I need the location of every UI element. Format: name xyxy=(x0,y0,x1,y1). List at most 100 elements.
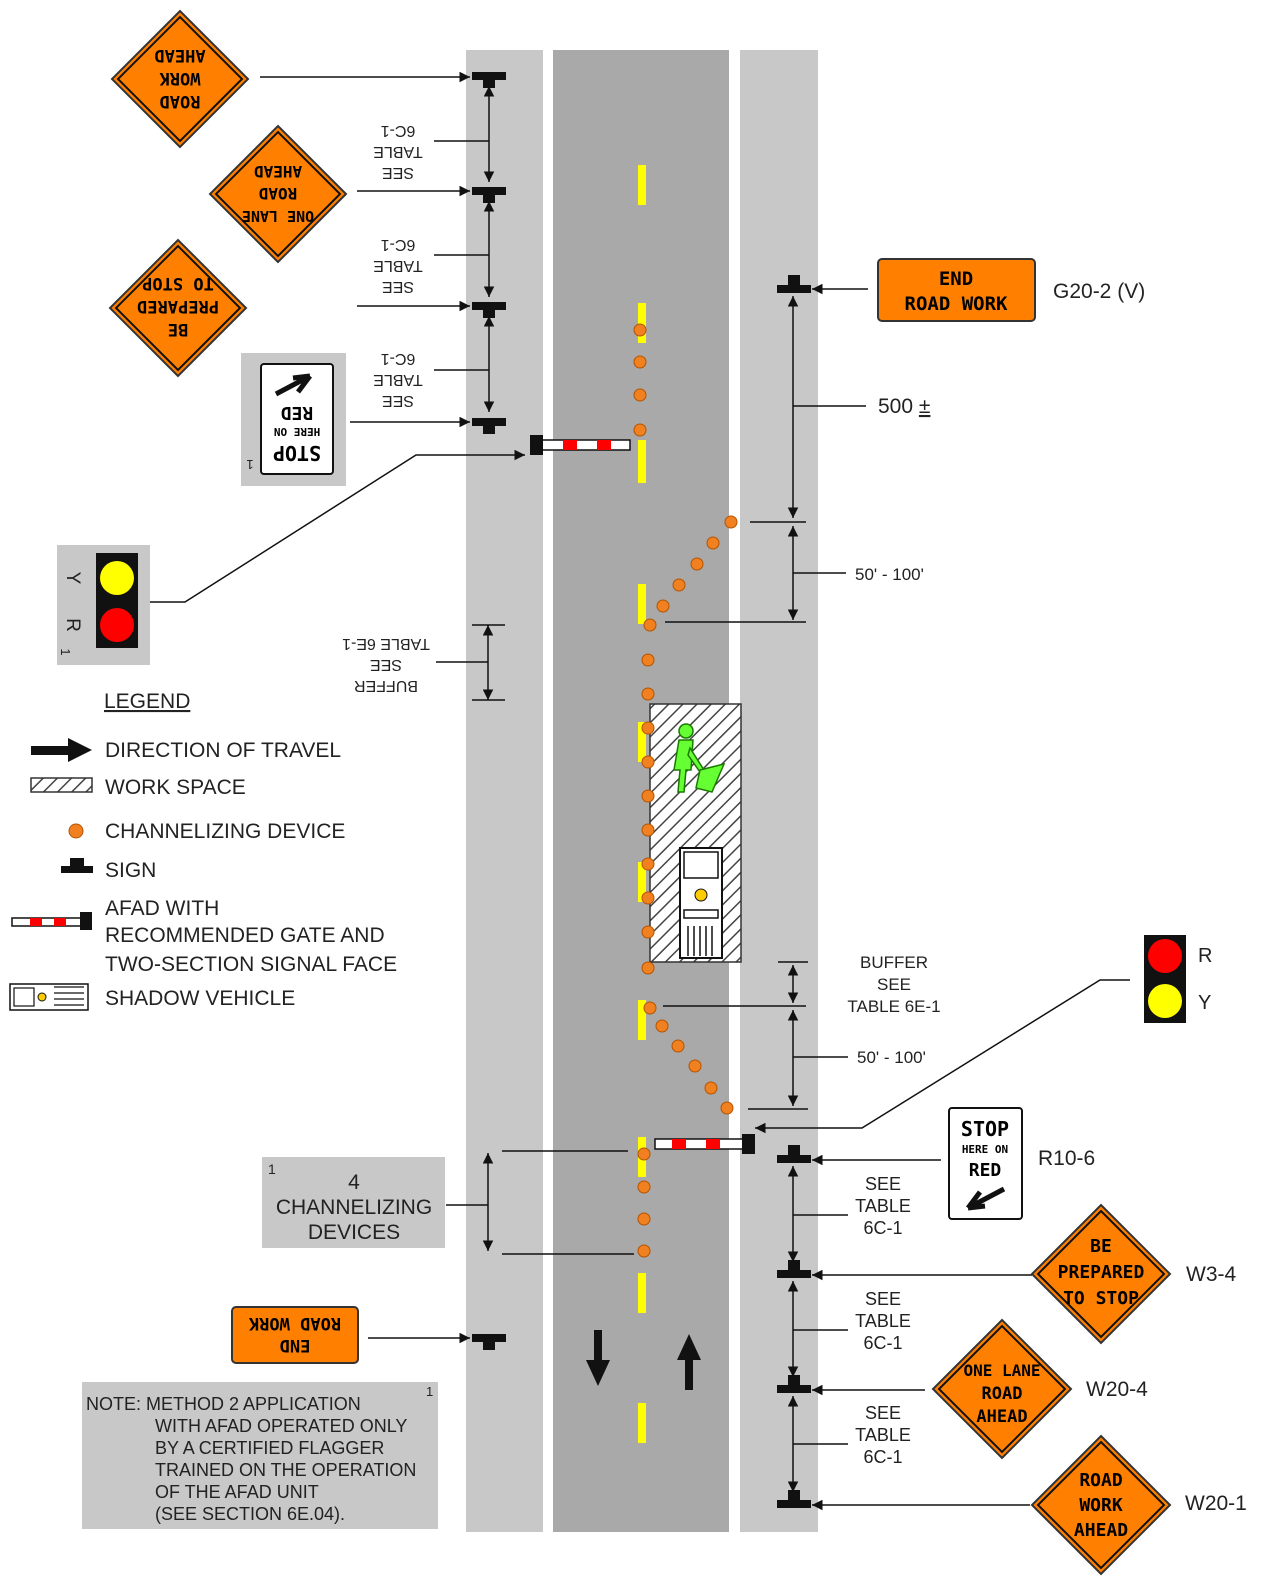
sign-icon xyxy=(61,858,93,873)
svg-text:ROAD WORK: ROAD WORK xyxy=(248,1313,341,1333)
roadway xyxy=(466,50,818,1532)
svg-text:TABLE: TABLE xyxy=(373,257,423,274)
channelizing-device xyxy=(724,515,738,529)
svg-text:1: 1 xyxy=(268,1161,276,1177)
sign-be-prepared-to-stop-right: BE PREPARED TO STOP xyxy=(1030,1203,1172,1345)
channelizing-device xyxy=(643,1001,657,1015)
leader-lines xyxy=(150,71,1130,1511)
yellow-lamp-icon xyxy=(1148,984,1182,1018)
spacing-label-right-3: SEE TABLE 6C-1 xyxy=(855,1403,911,1467)
channelizing-device xyxy=(633,388,647,402)
center-line-dash xyxy=(638,584,646,624)
svg-text:R: R xyxy=(1198,945,1212,967)
sign-end-road-work-right: END ROAD WORK xyxy=(877,258,1036,322)
svg-text:CHANNELIZING DEVICE: CHANNELIZING DEVICE xyxy=(105,820,345,843)
center-line-dash xyxy=(638,1403,646,1443)
channelizing-device xyxy=(641,755,655,769)
red-lamp-icon xyxy=(1148,939,1182,973)
svg-text:SEE: SEE xyxy=(370,656,402,673)
svg-text:TABLE: TABLE xyxy=(373,371,423,388)
sign-symbols xyxy=(472,72,811,1508)
center-line-dash xyxy=(638,862,646,902)
center-line-dash xyxy=(638,1000,646,1040)
signal-head-left: Y R 1 xyxy=(57,545,150,665)
channelizing-device xyxy=(641,653,655,667)
svg-text:SHADOW VEHICLE: SHADOW VEHICLE xyxy=(105,987,295,1010)
sign-code-w3-4: W3-4 xyxy=(1186,1263,1236,1286)
svg-text:SEE: SEE xyxy=(877,975,911,994)
svg-text:ROAD: ROAD xyxy=(1079,1470,1123,1491)
svg-text:ROAD: ROAD xyxy=(982,1384,1023,1404)
svg-text:OF THE AFAD UNIT: OF THE AFAD UNIT xyxy=(155,1482,319,1502)
sign-road-work-ahead-right: ROAD WORK AHEAD xyxy=(1030,1434,1172,1576)
channelizing-device xyxy=(656,599,670,613)
svg-text:R: R xyxy=(62,618,83,632)
afad-gate-top xyxy=(530,435,631,455)
shadow-vehicle-icon xyxy=(679,847,723,959)
channelizing-device xyxy=(633,423,647,437)
svg-text:AHEAD: AHEAD xyxy=(254,162,302,181)
sign-stop-here-on-red-left: STOP HERE ON RED 1 xyxy=(241,353,346,486)
svg-text:AHEAD: AHEAD xyxy=(154,45,205,65)
leader-line xyxy=(755,979,1130,1134)
svg-text:PREPARED: PREPARED xyxy=(1058,1262,1145,1283)
work-space xyxy=(649,703,742,963)
sign-one-lane-road-ahead-left: ONE LANE ROAD AHEAD xyxy=(208,124,348,264)
channelizing-device xyxy=(641,961,655,975)
svg-text:BUFFER: BUFFER xyxy=(860,953,928,972)
hatch-icon xyxy=(30,777,93,793)
spacing-label-left-3: SEE TABLE 6C-1 xyxy=(373,350,423,409)
arrow-icon xyxy=(31,738,92,762)
svg-text:ROAD: ROAD xyxy=(259,184,298,203)
channelizing-device xyxy=(641,925,655,939)
svg-text:SEE: SEE xyxy=(382,278,414,295)
center-line-dash xyxy=(638,722,646,762)
svg-text:ROAD WORK: ROAD WORK xyxy=(905,293,1009,315)
svg-text:SIGN: SIGN xyxy=(105,859,156,882)
svg-text:1: 1 xyxy=(58,648,73,655)
truck-icon xyxy=(9,983,89,1011)
sign-road-work-ahead-left: ROAD WORK AHEAD xyxy=(110,9,250,149)
svg-text:6C-1: 6C-1 xyxy=(381,122,416,139)
svg-text:TABLE: TABLE xyxy=(855,1425,911,1445)
svg-text:SEE: SEE xyxy=(865,1174,901,1194)
channelizing-device xyxy=(641,823,655,837)
svg-text:TWO-SECTION SIGNAL FACE: TWO-SECTION SIGNAL FACE xyxy=(105,953,397,976)
buffer-label-left: BUFFER SEE TABLE 6E-1 xyxy=(342,635,430,694)
signal-head-right: R Y xyxy=(1144,935,1212,1023)
channelizing-device xyxy=(633,355,647,369)
legend: LEGEND DIRECTION OF TRAVEL WORK SPACE CH… xyxy=(9,690,397,1011)
svg-text:STOP: STOP xyxy=(961,1117,1009,1141)
svg-text:SEE: SEE xyxy=(865,1403,901,1423)
channelizing-device xyxy=(633,323,647,337)
channelizing-device xyxy=(641,789,655,803)
taper-label-top: 50' - 100' xyxy=(855,565,924,584)
worker-icon xyxy=(673,723,726,793)
channelizing-device xyxy=(637,1244,651,1258)
svg-text:ONE LANE: ONE LANE xyxy=(963,1361,1040,1380)
svg-text:WORK: WORK xyxy=(1079,1495,1123,1516)
sign-code-r10-6: R10-6 xyxy=(1038,1147,1095,1170)
svg-text:STOP: STOP xyxy=(273,441,321,465)
svg-text:SEE: SEE xyxy=(382,392,414,409)
sign-code-w20-4: W20-4 xyxy=(1086,1378,1148,1401)
svg-text:HERE ON: HERE ON xyxy=(962,1143,1008,1156)
spacing-label-left-2: SEE TABLE 6C-1 xyxy=(373,236,423,295)
channelizing-device xyxy=(704,1081,718,1095)
channelizing-device xyxy=(643,618,657,632)
channelizing-devices-box: 1 4 CHANNELIZING DEVICES xyxy=(262,1157,445,1248)
right-shoulder xyxy=(740,50,818,1532)
yellow-lamp-icon xyxy=(100,561,134,595)
svg-text:TO STOP: TO STOP xyxy=(1063,1288,1139,1309)
svg-text:4: 4 xyxy=(348,1171,360,1194)
sign-symbol xyxy=(472,418,506,434)
svg-text:RED: RED xyxy=(969,1160,1002,1181)
svg-text:SEE: SEE xyxy=(382,164,414,181)
svg-text:1: 1 xyxy=(246,457,253,472)
svg-text:(SEE SECTION 6E.04).: (SEE SECTION 6E.04). xyxy=(155,1504,345,1524)
svg-text:BE: BE xyxy=(168,319,188,339)
afad-gate-bottom xyxy=(654,1134,755,1154)
buffer-label-right: BUFFER SEE TABLE 6E-1 xyxy=(847,953,940,1016)
channelizing-device xyxy=(706,536,720,550)
